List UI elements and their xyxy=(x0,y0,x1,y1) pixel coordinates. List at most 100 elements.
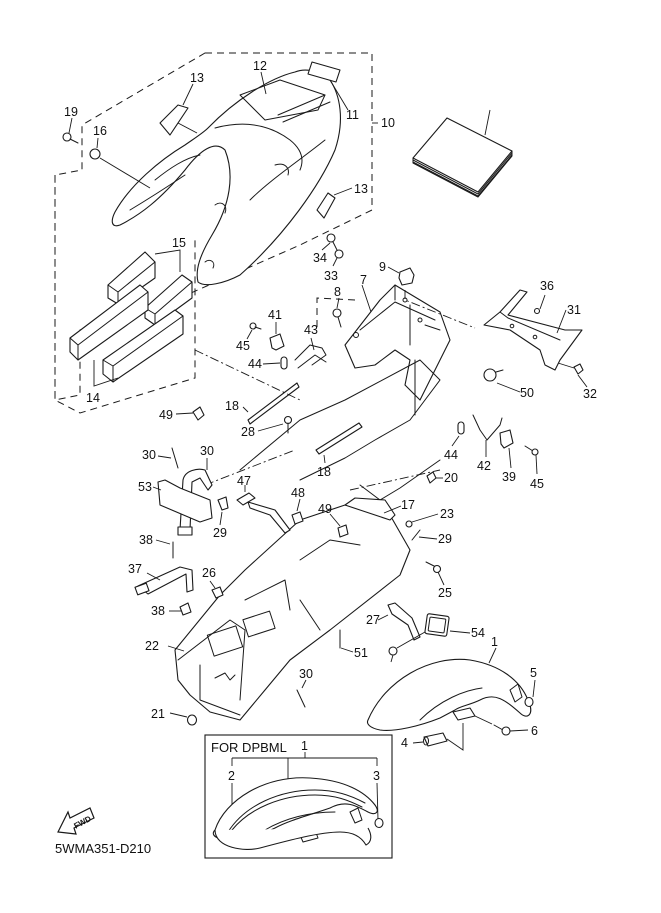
callout-33[interactable]: 32 xyxy=(583,387,597,401)
callout-7[interactable]: 7 xyxy=(360,273,367,287)
callout-44a[interactable]: 44 xyxy=(248,357,262,371)
seat-pads[interactable] xyxy=(69,251,193,383)
callout-34[interactable]: 33 xyxy=(324,269,338,283)
strap-48[interactable] xyxy=(236,492,256,506)
callout-5[interactable]: 5 xyxy=(530,666,537,680)
pin-30-top[interactable] xyxy=(171,447,179,469)
bracket-29[interactable] xyxy=(217,496,229,511)
callout-25[interactable]: 26 xyxy=(202,566,216,580)
callout-38[interactable]: 38 xyxy=(151,604,165,618)
tool-holder-51[interactable] xyxy=(157,479,213,523)
callout-24[interactable]: 25 xyxy=(438,586,452,600)
callout-42[interactable]: 42 xyxy=(477,459,491,473)
grommet-16[interactable] xyxy=(89,148,101,160)
callout-47[interactable]: 50 xyxy=(520,386,534,400)
callout-49a[interactable]: 48 xyxy=(291,486,305,500)
callout-1[interactable]: 1 xyxy=(491,635,498,649)
callout-22[interactable]: 23 xyxy=(440,507,454,521)
callout-32[interactable]: 31 xyxy=(567,303,581,317)
tool-strap-37[interactable] xyxy=(134,566,194,596)
callout-39[interactable]: 38 xyxy=(139,533,153,547)
callout-4[interactable]: 4 xyxy=(401,736,408,750)
callout-51[interactable]: 53 xyxy=(138,480,152,494)
reflector-52[interactable] xyxy=(424,613,450,637)
callout-30b[interactable]: 30 xyxy=(299,667,313,681)
callout-19[interactable]: 19 xyxy=(64,105,78,119)
callout-18b[interactable]: 18 xyxy=(317,465,331,479)
callout-43[interactable]: 43 xyxy=(304,323,318,337)
screw-45-right[interactable] xyxy=(524,445,539,456)
callout-41[interactable]: 41 xyxy=(268,308,282,322)
callout-13a[interactable]: 13 xyxy=(190,71,204,85)
callout-18a[interactable]: 18 xyxy=(225,399,239,413)
callout-11[interactable]: 11 xyxy=(346,108,359,122)
callout-45b[interactable]: 45 xyxy=(530,477,544,491)
callout-50[interactable]: 51 xyxy=(354,646,368,660)
callout-37[interactable]: 37 xyxy=(128,562,142,576)
callout-6[interactable]: 6 xyxy=(531,724,538,738)
license-bracket-27[interactable] xyxy=(387,602,421,641)
clip-nut-25[interactable] xyxy=(211,586,224,599)
decal-13-right[interactable] xyxy=(316,192,336,219)
callout-48[interactable]: 47 xyxy=(237,474,251,488)
pin-28[interactable] xyxy=(411,529,421,541)
hook-43[interactable] xyxy=(294,344,327,369)
callout-30a[interactable]: 30 xyxy=(142,448,156,462)
callout-36[interactable]: 36 xyxy=(540,279,554,293)
grommet-9[interactable] xyxy=(398,267,415,286)
callout-49b[interactable]: 49 xyxy=(318,502,332,516)
pin-30-bottom[interactable] xyxy=(296,689,306,708)
fender-stay-mount[interactable] xyxy=(452,707,476,721)
callout-35[interactable]: 34 xyxy=(313,251,327,265)
fender-cover-17[interactable] xyxy=(344,497,396,521)
callout-13b[interactable]: 13 xyxy=(354,182,368,196)
nut-53[interactable] xyxy=(388,646,398,656)
callout-14[interactable]: 14 xyxy=(86,391,100,405)
callout-27[interactable]: 27 xyxy=(366,613,380,627)
callout-12[interactable]: 12 xyxy=(253,59,267,73)
variant-callout-3[interactable]: 3 xyxy=(373,769,380,783)
callout-45a[interactable]: 45 xyxy=(236,339,250,353)
variant-callout-1[interactable]: 1 xyxy=(301,739,308,753)
nut-33[interactable] xyxy=(573,363,584,375)
collar-44-left[interactable] xyxy=(280,356,288,370)
bolt-8[interactable] xyxy=(332,308,342,328)
callout-17[interactable]: 17 xyxy=(401,498,415,512)
front-fender-1[interactable] xyxy=(366,658,532,731)
variant-front-fender[interactable] xyxy=(212,777,378,850)
rivet-49-b[interactable] xyxy=(337,524,349,538)
callout-29[interactable]: 29 xyxy=(213,526,227,540)
clamp-47[interactable] xyxy=(483,368,504,382)
collar-44-right[interactable] xyxy=(457,421,465,435)
screw-45-left[interactable] xyxy=(249,322,262,330)
bolt-24[interactable] xyxy=(425,561,442,574)
callout-40[interactable]: 39 xyxy=(502,470,516,484)
callout-26[interactable]: 28 xyxy=(241,425,255,439)
callout-8[interactable]: 8 xyxy=(334,285,341,299)
rear-frame-7[interactable] xyxy=(344,284,451,401)
callout-52[interactable]: 54 xyxy=(471,626,485,640)
variant-cap-3[interactable] xyxy=(374,817,384,829)
bolt-6[interactable] xyxy=(493,724,511,736)
rivet-49-a[interactable] xyxy=(291,511,304,525)
seat-lock-40[interactable] xyxy=(499,429,514,449)
callout-9[interactable]: 9 xyxy=(379,260,386,274)
bolt-34[interactable] xyxy=(332,241,344,259)
callout-23[interactable]: 21 xyxy=(151,707,165,721)
callout-44b[interactable]: 44 xyxy=(444,448,458,462)
seat-lock-41[interactable] xyxy=(269,333,285,351)
seat-cowl[interactable] xyxy=(111,69,341,286)
collar-35[interactable] xyxy=(326,233,336,243)
callout-21[interactable]: 22 xyxy=(145,639,159,653)
bracket-38[interactable] xyxy=(179,602,192,616)
rear-fender-21[interactable] xyxy=(174,504,411,721)
callout-20[interactable]: 20 xyxy=(444,471,458,485)
callout-46[interactable]: 49 xyxy=(159,408,173,422)
callout-28[interactable]: 29 xyxy=(438,532,452,546)
owners-manual-54[interactable] xyxy=(412,117,513,198)
cowl-screw-19[interactable] xyxy=(62,132,79,144)
clip-20[interactable] xyxy=(426,471,437,484)
cap-23[interactable] xyxy=(186,714,198,726)
damper-bar-18-a[interactable] xyxy=(247,382,300,425)
callout-16[interactable]: 16 xyxy=(93,124,107,138)
